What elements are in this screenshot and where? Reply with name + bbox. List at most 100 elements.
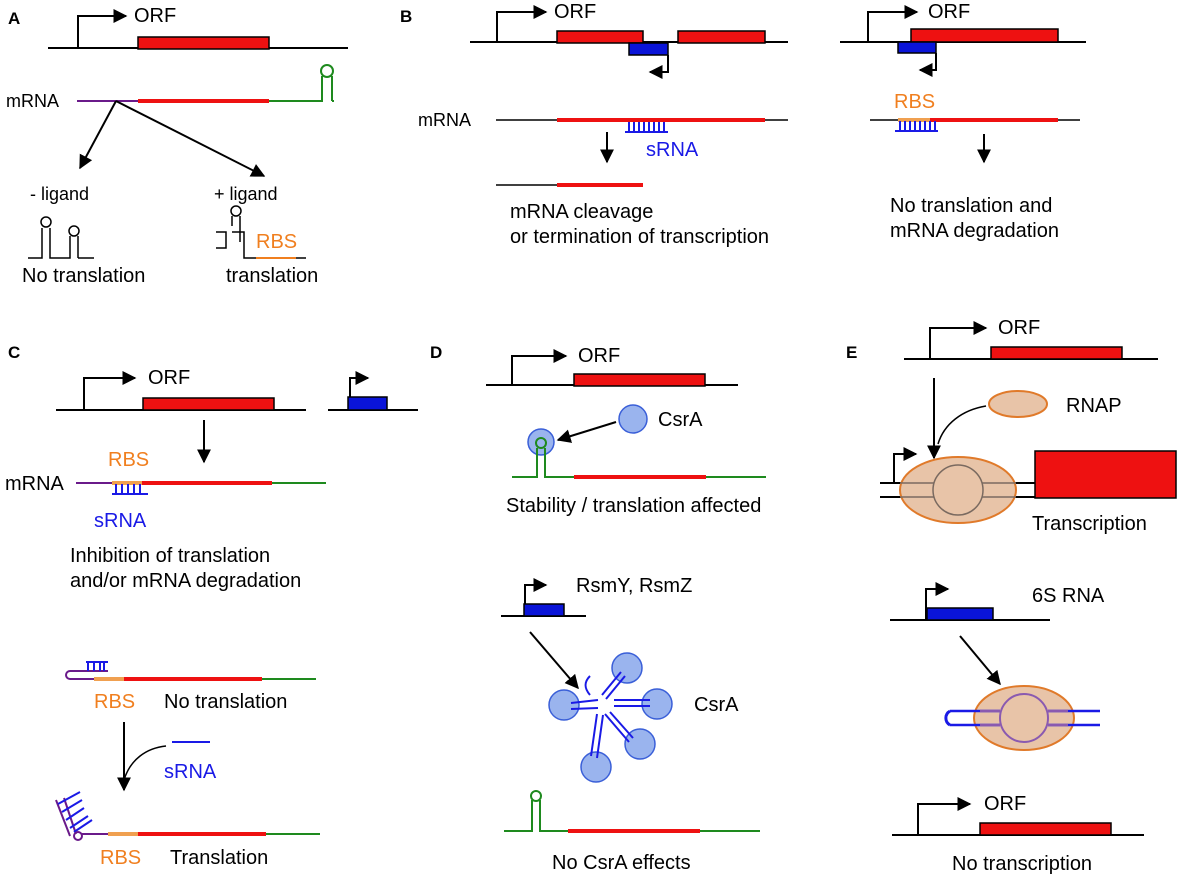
csra-label-mid: CsrA: [694, 694, 739, 716]
orf-box: [142, 397, 275, 411]
srna-duplex-2: [895, 121, 938, 132]
srna-gene-box: [347, 396, 388, 411]
result-line-2: and/or mRNA degradation: [70, 570, 301, 592]
panel-b: B ORF mRNA sRNA mRNA cleavage or termina…: [400, 1, 1086, 248]
binding-arrow: [556, 421, 617, 443]
panel-c: C ORF RBS mRNA sRNA Inhibition of transl…: [5, 343, 418, 869]
6s-rna-strands: [950, 709, 1100, 727]
panel-d-label: D: [430, 343, 442, 362]
csra-4: [580, 751, 612, 783]
plus-ligand-label: + ligand: [214, 184, 278, 204]
rsm-label: RsmY, RsmZ: [576, 575, 692, 597]
promoter-arrow: [929, 321, 988, 359]
rbs-label-bottom: RBS: [100, 847, 141, 869]
stability-label: Stability / translation affected: [506, 495, 761, 517]
orf-label-2: ORF: [928, 1, 970, 23]
rbs-label: RBS: [894, 91, 935, 113]
s6rna-label: 6S RNA: [1032, 585, 1105, 607]
csra-1: [611, 652, 643, 684]
orf-label-bottom: ORF: [984, 793, 1026, 815]
result-2-line-1: No translation and: [890, 195, 1052, 217]
rnap-free: [988, 390, 1048, 418]
terminator-loop: [320, 64, 334, 78]
orf-box-2: [677, 30, 766, 44]
orf-box: [137, 36, 270, 50]
arrow-plus-ligand: [115, 100, 266, 177]
orf-label-top: ORF: [998, 317, 1040, 339]
riboswitch-off-structure: [28, 228, 71, 259]
orf-label: ORF: [578, 345, 620, 367]
transcription-bubble: [932, 464, 984, 516]
6s-rna-loop: [944, 709, 951, 727]
orf-box-3: [979, 822, 1112, 836]
panel-d: D ORF CsrA Stability / translation affec…: [430, 343, 766, 874]
hairpin-pairing: [86, 661, 108, 671]
rbs-label-top: RBS: [108, 449, 149, 471]
panel-a: A ORF mRNA - ligand + ligand RBS No tran…: [6, 5, 348, 287]
rbs-label-mid: RBS: [94, 691, 135, 713]
csra-label: CsrA: [658, 409, 703, 431]
promoter-arrow-2: [893, 447, 918, 483]
minus-ligand-label: - ligand: [30, 184, 89, 204]
no-translation-label: No translation: [22, 265, 145, 287]
s6-promoter-arrow: [925, 582, 950, 620]
rnap-label: RNAP: [1066, 395, 1122, 417]
promoter-arrow: [511, 349, 568, 385]
csra-sequestration-complex: [548, 652, 673, 783]
srna-bound-duplex: [57, 791, 93, 833]
srna-gene-box: [628, 42, 669, 56]
csra-bound: [527, 428, 555, 456]
srna-label: sRNA: [646, 139, 699, 161]
orf-box: [990, 346, 1123, 360]
opened-hairpin: [55, 797, 77, 837]
csra-protein: [618, 404, 648, 434]
terminator-stem: [269, 76, 333, 102]
antisense-promoter-arrow-2: [918, 53, 937, 77]
orf-box: [573, 373, 706, 387]
no-csra-label: No CsrA effects: [552, 852, 691, 874]
orf-label: ORF: [134, 5, 176, 27]
csra-5: [548, 689, 580, 721]
promoter-arrow-2: [867, 5, 919, 42]
mrna-hairpin: [512, 448, 574, 478]
panel-a-label: A: [8, 9, 20, 28]
result-line-1: Inhibition of translation: [70, 545, 270, 567]
down-arrow-2: [959, 635, 1001, 686]
panel-e: E ORF RNAP Transcription 6S RNA ORF No t…: [846, 317, 1177, 875]
promoter-arrow: [496, 5, 548, 42]
s6-gene-box: [926, 607, 994, 621]
free-mrna-hairpin: [504, 800, 568, 832]
orf-box-3: [910, 28, 1059, 43]
result-2-line-2: mRNA degradation: [890, 220, 1059, 242]
srna-join-arrow: [123, 745, 167, 781]
orf-box: [556, 30, 644, 44]
srna-label-mid: sRNA: [164, 761, 217, 783]
result-1-line-1: mRNA cleavage: [510, 201, 653, 223]
orf-label: ORF: [554, 1, 596, 23]
translation-label: translation: [226, 265, 318, 287]
srna-label-top: sRNA: [94, 510, 147, 532]
antisense-promoter-arrow: [648, 55, 669, 79]
srna-gene-box-2: [897, 41, 937, 54]
mrna-label: mRNA: [6, 91, 59, 111]
transcription-label: Transcription: [1032, 513, 1147, 535]
mrna-label: mRNA: [5, 473, 65, 495]
rbs-label: RBS: [256, 231, 297, 253]
promoter-arrow: [83, 371, 137, 410]
no-transcription-label: No transcription: [952, 853, 1092, 875]
orf-label: ORF: [148, 367, 190, 389]
result-1-line-2: or termination of transcription: [510, 226, 769, 248]
promoter-arrow: [77, 9, 128, 48]
rnap-join-arrow: [937, 405, 987, 445]
down-arrow: [529, 631, 579, 690]
csra-2: [641, 688, 673, 720]
translation-label: Translation: [170, 847, 268, 869]
rsm-gene-box: [523, 603, 565, 617]
no-translation-label: No translation: [164, 691, 287, 713]
panel-b-label: B: [400, 7, 412, 26]
mrna-label: mRNA: [418, 110, 471, 130]
arrow-minus-ligand: [79, 100, 117, 170]
srna-duplex: [625, 122, 668, 133]
promoter-arrow-3: [917, 797, 972, 835]
